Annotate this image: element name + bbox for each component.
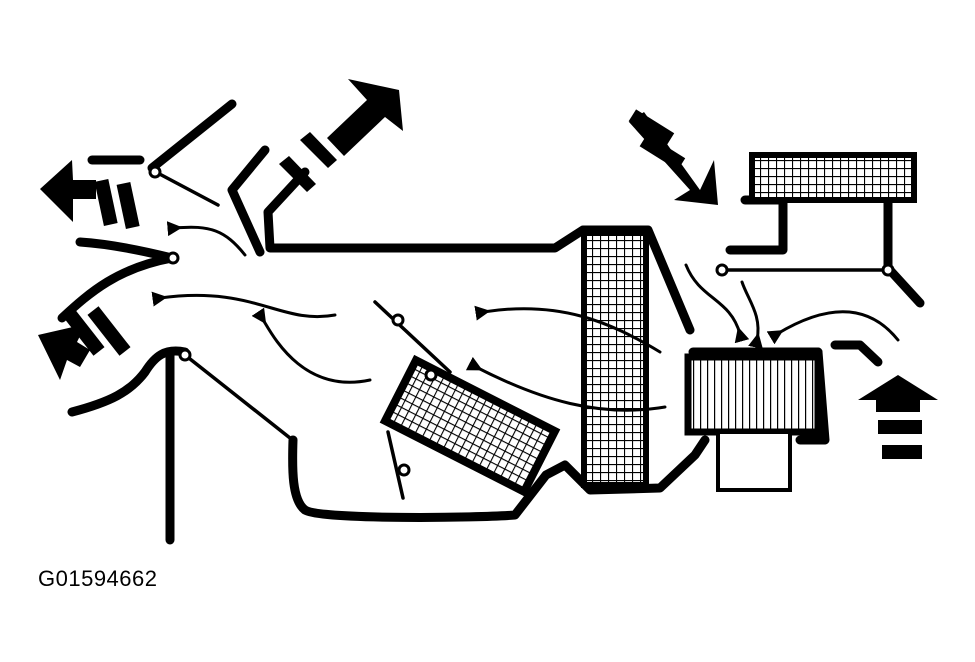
airflow-lines — [151, 221, 900, 412]
air-filter — [749, 152, 917, 203]
vent-outlet-arrow-icon — [40, 160, 140, 229]
figure-id-label: G01594662 — [38, 566, 158, 591]
evaporator-core — [581, 230, 649, 488]
pivot-points — [148, 165, 895, 362]
outside-air-inlet-arrow-icon — [628, 109, 718, 205]
floor-outlet-arrow-icon — [38, 306, 131, 380]
blower-wheel — [684, 353, 822, 492]
recirc-air-inlet-arrow-icon — [858, 375, 938, 459]
blend-door — [373, 300, 452, 374]
heater-core — [379, 354, 561, 500]
